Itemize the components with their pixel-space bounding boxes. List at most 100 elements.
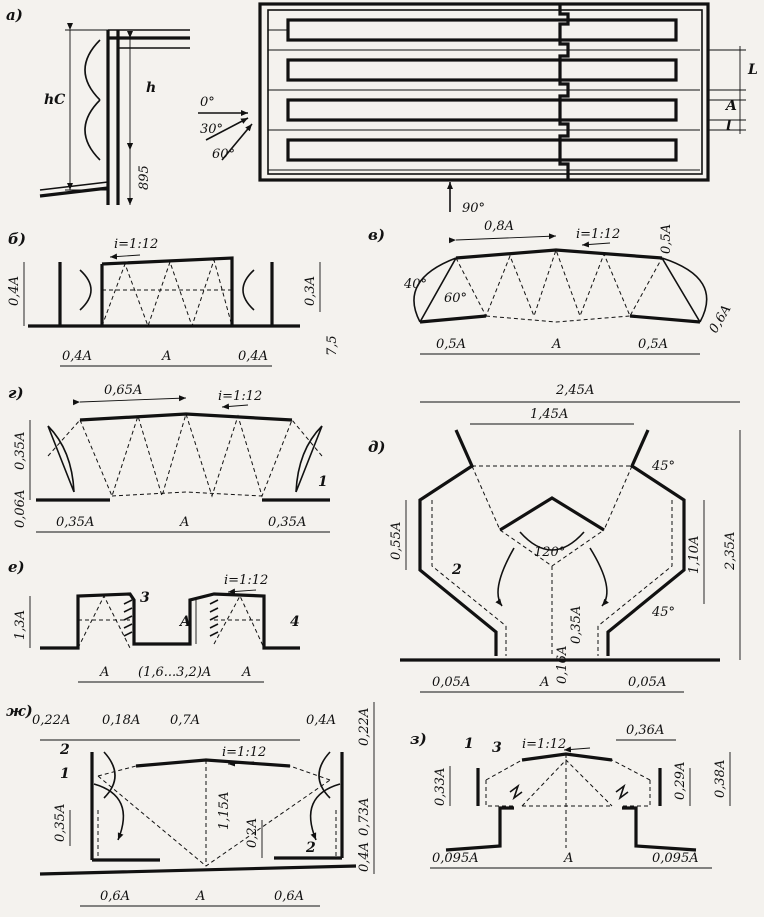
panel-zh-w-mid: A bbox=[195, 889, 205, 904]
panel-v-w-left: 0,5A bbox=[436, 337, 466, 352]
panel-a-roof-plan: L A l bbox=[258, 2, 758, 182]
panel-b: б) i=1:12 0,4A 0,3A 7,5 0,4A A 0,4A bbox=[7, 230, 340, 367]
panel-d-angle-45-bot: 45° bbox=[651, 605, 675, 620]
panel-zh-h-035: 0,35A bbox=[53, 804, 68, 842]
panel-a-angle-0: 0° bbox=[200, 95, 215, 110]
panel-a-angle-90: 90° bbox=[462, 201, 485, 216]
panel-z-h-038: 0,38A bbox=[713, 760, 728, 798]
panel-d-label: д) bbox=[368, 438, 386, 456]
panel-v-side: 0,6A bbox=[706, 302, 734, 336]
panel-d-w-mid: A bbox=[539, 675, 549, 690]
panel-e-h-left: 1,3A bbox=[13, 610, 28, 640]
panel-z-label: з) bbox=[410, 730, 427, 748]
panel-g: г) 0,65A i=1:12 0,35A 0,06A 1 0,35A A 0,… bbox=[8, 383, 330, 533]
panel-b-slope: i=1:12 bbox=[114, 237, 158, 252]
panel-a-dim-895: 895 bbox=[137, 165, 152, 190]
panel-b-label: б) bbox=[8, 230, 26, 248]
panel-v-angle-60: 60° bbox=[444, 291, 467, 306]
panel-g-slope: i=1:12 bbox=[218, 389, 262, 404]
panel-v-slope: i=1:12 bbox=[576, 227, 620, 242]
panel-z-h-033: 0,33A bbox=[433, 768, 448, 806]
panel-v: в) 0,8A i=1:12 0,5A 40° 60° 0,6A 0,5A A … bbox=[368, 219, 734, 355]
panel-e-w-right: A bbox=[241, 665, 251, 680]
panel-g-top: 0,65A bbox=[104, 383, 142, 398]
panel-a-l: l bbox=[726, 118, 731, 134]
panel-z-w-mid: A bbox=[563, 851, 573, 866]
panel-b-h-left: 0,4A bbox=[7, 276, 22, 306]
panel-zh-top-07: 0,7A bbox=[170, 713, 200, 728]
panel-d-top: 1,45A bbox=[530, 407, 568, 422]
panel-e-slope: i=1:12 bbox=[224, 573, 268, 588]
panel-zh-r-04: 0,4A bbox=[357, 842, 372, 872]
panel-v-w-right: 0,5A bbox=[638, 337, 668, 352]
panel-a-label: а) bbox=[6, 6, 23, 24]
panel-a-A: A bbox=[724, 98, 737, 114]
panel-g-h-base: 0,06A bbox=[13, 490, 28, 528]
panel-b-h-right: 0,3A bbox=[303, 276, 318, 306]
panel-g-h-left: 0,35A bbox=[13, 432, 28, 470]
panel-d-angle-120: 120° bbox=[534, 545, 565, 560]
panel-a: а) hC h 895 0° 30° 6 bbox=[6, 2, 758, 216]
panel-d-item-2: 2 bbox=[451, 562, 462, 578]
panel-v-top: 0,8A bbox=[484, 219, 514, 234]
panel-e-A: A bbox=[178, 614, 191, 630]
panel-g-item-1: 1 bbox=[318, 474, 328, 490]
panel-zh-h-02: 0,2A bbox=[245, 818, 260, 848]
panel-g-w-right: 0,35A bbox=[268, 515, 306, 530]
panel-z-w-left: 0,095A bbox=[432, 851, 479, 866]
panel-d-h-left: 0,55A bbox=[389, 522, 404, 560]
panel-z-top-036: 0,36A bbox=[626, 723, 664, 738]
panel-d: д) 2,45A 1,45A 120° 2 45° 45° 0,55A 1,10… bbox=[368, 383, 741, 693]
panel-a-hc: hC bbox=[44, 92, 65, 108]
panel-a-angle-60: 60° bbox=[212, 147, 235, 162]
panel-zh-top-04: 0,4A bbox=[306, 713, 336, 728]
panel-z-slope: i=1:12 bbox=[522, 737, 566, 752]
panel-zh-h-115: 1,15A bbox=[217, 792, 232, 830]
panel-d-h-016: 0,16A bbox=[555, 646, 570, 684]
panel-zh-label: ж) bbox=[6, 702, 33, 720]
panel-z-item-3: 3 bbox=[492, 740, 502, 756]
panel-d-h-035: 0,35A bbox=[569, 606, 584, 644]
panel-zh-slope: i=1:12 bbox=[222, 745, 266, 760]
panel-z-item-1: 1 bbox=[464, 736, 474, 752]
panel-zh-item-2b: 2 bbox=[305, 840, 316, 856]
panel-v-w-mid: A bbox=[551, 337, 561, 352]
panel-d-angle-45-top: 45° bbox=[651, 459, 675, 474]
panel-e-item-4: 4 bbox=[290, 614, 300, 630]
panel-zh-w-left: 0,6A bbox=[100, 889, 130, 904]
panel-zh-r-073: 0,73A bbox=[357, 798, 372, 836]
panel-z-h-029: 0,29A bbox=[673, 762, 688, 800]
panel-zh-item-1: 1 bbox=[60, 766, 70, 782]
panel-v-angle-40: 40° bbox=[403, 277, 427, 292]
panel-zh-top-018: 0,18A bbox=[102, 713, 140, 728]
panel-d-h-right-total: 2,35A bbox=[723, 532, 738, 571]
panel-e: е) i=1:12 3 4 1,3A A A (1,6...3,2)A A bbox=[8, 558, 300, 683]
panel-e-w-mid: (1,6...3,2)A bbox=[138, 665, 211, 680]
panel-a-wind-arrows: 0° 30° 60° 90° bbox=[198, 95, 485, 216]
panel-zh-item-2a: 2 bbox=[59, 742, 70, 758]
panel-zh-r-022: 0,22A bbox=[357, 708, 372, 746]
panel-v-h-right: 0,5A bbox=[659, 224, 674, 254]
panel-z-w-right: 0,095A bbox=[652, 851, 699, 866]
panel-b-w-right: 0,4A bbox=[238, 349, 268, 364]
panel-d-w-right: 0,05A bbox=[628, 675, 666, 690]
panel-a-wall-section: hC h 895 bbox=[39, 23, 190, 205]
panel-d-w-left: 0,05A bbox=[432, 675, 470, 690]
panel-a-angle-30: 30° bbox=[200, 122, 223, 137]
panel-g-label: г) bbox=[8, 384, 24, 402]
panel-b-dim-75: 7,5 bbox=[325, 335, 340, 356]
panel-b-w-mid: A bbox=[161, 349, 171, 364]
panel-z: з) i=1:12 0,36A 1 3 0,33A 0,29A 0,38A 0,… bbox=[410, 723, 731, 869]
panel-d-h-right-in: 1,10A bbox=[687, 536, 702, 574]
panel-b-w-left: 0,4A bbox=[62, 349, 92, 364]
panel-v-label: в) bbox=[368, 226, 385, 244]
panel-e-label: е) bbox=[8, 558, 25, 576]
panel-zh: ж) 0,22A 0,18A 0,7A 0,4A i=1:12 2 1 2 0,… bbox=[6, 702, 375, 907]
panel-e-w-left: A bbox=[99, 665, 109, 680]
panel-a-L: L bbox=[747, 62, 758, 78]
panel-zh-w-right: 0,6A bbox=[274, 889, 304, 904]
panel-zh-top-022: 0,22A bbox=[32, 713, 70, 728]
panel-d-total: 2,45A bbox=[555, 383, 594, 398]
panel-e-item-3: 3 bbox=[140, 590, 150, 606]
